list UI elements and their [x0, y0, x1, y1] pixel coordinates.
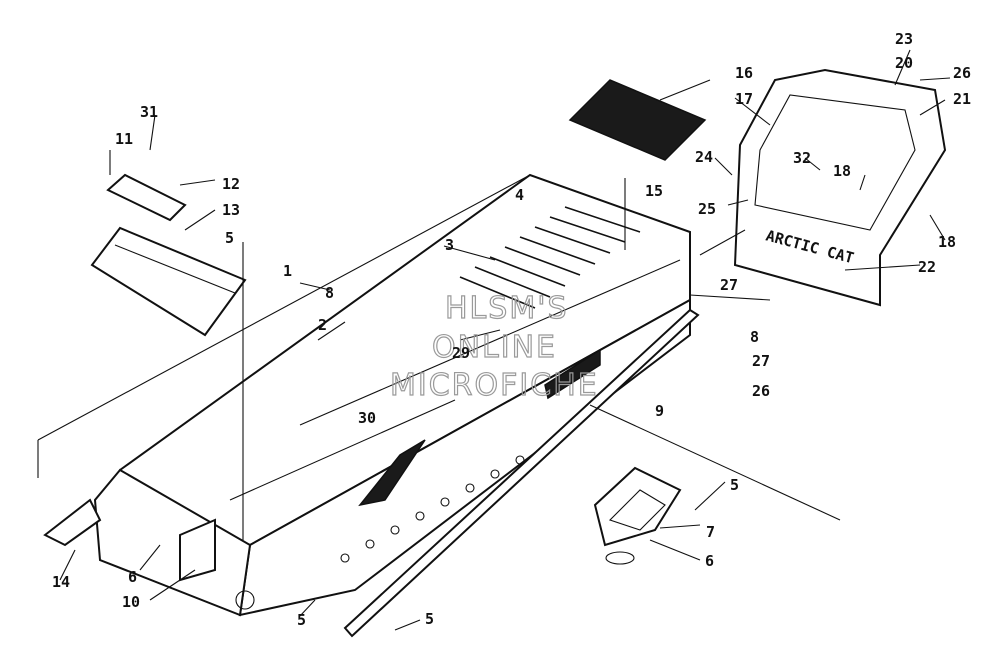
- callout: 14: [52, 573, 70, 591]
- callout: 18: [833, 162, 851, 180]
- callout: 23: [895, 30, 913, 48]
- callout: 24: [695, 148, 713, 166]
- callout: 29: [452, 344, 470, 362]
- callout: 12: [222, 175, 240, 193]
- callout: 30: [358, 409, 376, 427]
- bracket-10: [179, 518, 216, 582]
- callout: 6: [128, 568, 137, 586]
- callout: 2: [318, 316, 327, 334]
- callout: 8: [750, 328, 759, 346]
- tunnel-slots: [459, 206, 641, 309]
- callout: 6: [705, 552, 714, 570]
- callout: 4: [515, 186, 524, 204]
- bracket-14: [43, 498, 102, 547]
- callout: 5: [730, 476, 739, 494]
- callout: 5: [225, 229, 234, 247]
- footrest-assembly: [90, 173, 247, 337]
- callout: 27: [752, 352, 770, 370]
- callout: 9: [655, 402, 664, 420]
- callout: 10: [122, 593, 140, 611]
- callout: 22: [918, 258, 936, 276]
- callout: 25: [698, 200, 716, 218]
- side-rail: [343, 308, 700, 638]
- watermark-line-2: ONLINE: [432, 330, 557, 365]
- callout: 16: [735, 64, 753, 82]
- decal-29: [544, 348, 601, 400]
- tunnel-side-holes: [340, 455, 525, 563]
- callout: 18: [938, 233, 956, 251]
- snowflap-pad: [568, 79, 707, 161]
- callout: 26: [953, 64, 971, 82]
- callout: 15: [645, 182, 663, 200]
- watermark-line-1: HLSM'S: [445, 291, 569, 326]
- callout: 5: [297, 611, 306, 629]
- watermark: HLSM'S ONLINE MICROFICHE: [389, 290, 599, 403]
- tunnel-assembly: [93, 173, 691, 617]
- decal-30: [358, 439, 426, 507]
- callout: 32: [793, 149, 811, 167]
- callout-numbers: 1 2 3 4 5 5 5 5 6 6 7 8 8 9 10 11 12 13 …: [52, 30, 971, 629]
- bracket-assembly: [593, 466, 682, 565]
- callout: 20: [895, 54, 913, 72]
- callout: 21: [953, 90, 971, 108]
- callout: 7: [706, 523, 715, 541]
- callout: 27: [720, 276, 738, 294]
- leader-lines: [37, 49, 951, 631]
- callout: 13: [222, 201, 240, 219]
- callout: 11: [115, 130, 133, 148]
- watermark-line-3: MICROFICHE: [390, 368, 599, 403]
- callout: 26: [752, 382, 770, 400]
- rear-bumper-assembly: ARCTIC CAT: [733, 68, 947, 307]
- callout: 3: [445, 236, 454, 254]
- callout: 17: [735, 90, 753, 108]
- callout: 5: [425, 610, 434, 628]
- callout: 1: [283, 262, 292, 280]
- callout: 31: [140, 103, 158, 121]
- callout: 8: [325, 284, 334, 302]
